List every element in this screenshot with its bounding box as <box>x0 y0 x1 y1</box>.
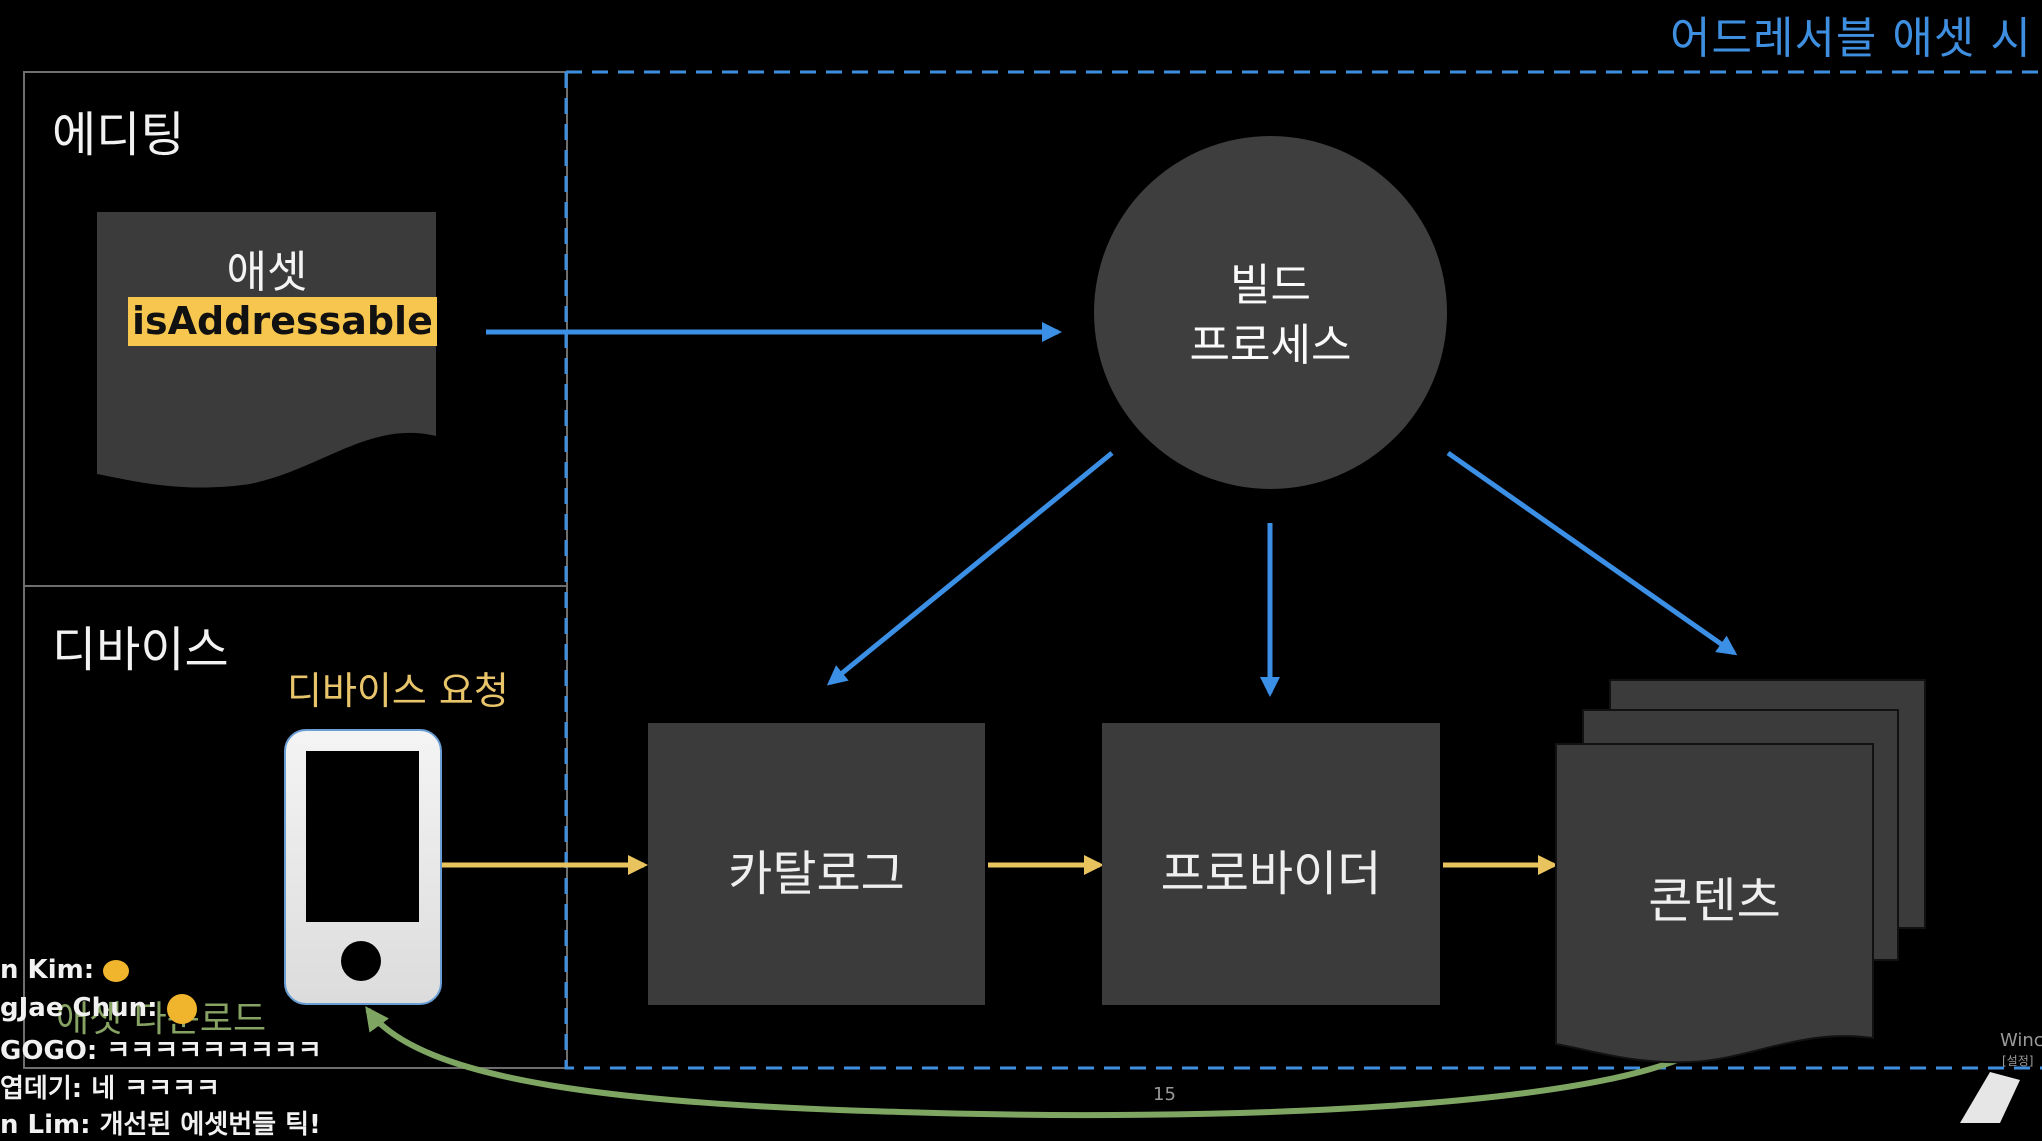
chat-line: gJae Chun: <box>0 993 197 1024</box>
editing-section-label: 에디팅 <box>52 107 185 163</box>
phone-screen <box>306 751 419 922</box>
chat-user: GOGO: <box>0 1036 98 1066</box>
content-sheet-front <box>1555 743 1874 1064</box>
chat-line: n Kim: <box>0 955 130 985</box>
chat-user: n Kim: <box>0 955 95 985</box>
catalog-label: 카탈로그 <box>728 846 905 902</box>
device-request-label: 디바이스 요청 <box>287 669 509 713</box>
chat-message: 개선된 에셋번들 틱! <box>99 1110 321 1140</box>
emoji-icon <box>166 993 197 1024</box>
phone-home-button <box>341 941 381 981</box>
chat-message: 네 ㅋㅋㅋㅋ <box>91 1074 220 1104</box>
build-process-line2: 프로세스 <box>1189 320 1352 371</box>
asset-document <box>97 212 436 488</box>
emoji-icon <box>103 959 130 982</box>
catalog-box <box>648 723 985 1005</box>
page-number: 15 <box>1153 1084 1176 1105</box>
build-process-node <box>1094 136 1447 489</box>
chat-user: 엽데기: <box>0 1074 83 1104</box>
arrow-build-to-catalog <box>826 451 1114 686</box>
diagram-title: 어드레서블 애셋 시 <box>1670 13 2032 64</box>
chat-line: GOGO: ㅋㅋㅋㅋㅋㅋㅋㅋㅋ <box>0 1030 322 1067</box>
build-process-line1: 빌드 <box>1230 260 1311 311</box>
addressable-region <box>564 70 2042 1070</box>
chat-user: n Lim: <box>0 1110 91 1140</box>
windows-watermark-sub: [설정] <box>2002 1054 2034 1068</box>
build-process-label: 빌드 프로세스 <box>1094 256 1447 376</box>
chat-message: ㅋㅋㅋㅋㅋㅋㅋㅋㅋ <box>106 1036 322 1066</box>
is-addressable-flag: isAddressable <box>128 297 437 346</box>
arrow-build-to-content <box>1446 450 1738 656</box>
provider-box <box>1102 723 1440 1005</box>
chat-user: gJae Chun: <box>0 993 158 1023</box>
device-section-label: 디바이스 <box>52 622 229 678</box>
asset-download-label: 애셋 다운로드 <box>56 999 267 1040</box>
asset-label: 애셋 <box>226 247 308 298</box>
windows-watermark: Winc <box>2000 1030 2042 1051</box>
unity-logo-icon <box>1960 1072 2020 1123</box>
chat-line: 엽데기: 네 ㅋㅋㅋㅋ <box>0 1068 220 1105</box>
content-label: 콘텐츠 <box>1648 873 1781 929</box>
arrow-content-to-device <box>365 1006 1719 1119</box>
provider-label: 프로바이더 <box>1160 846 1382 902</box>
